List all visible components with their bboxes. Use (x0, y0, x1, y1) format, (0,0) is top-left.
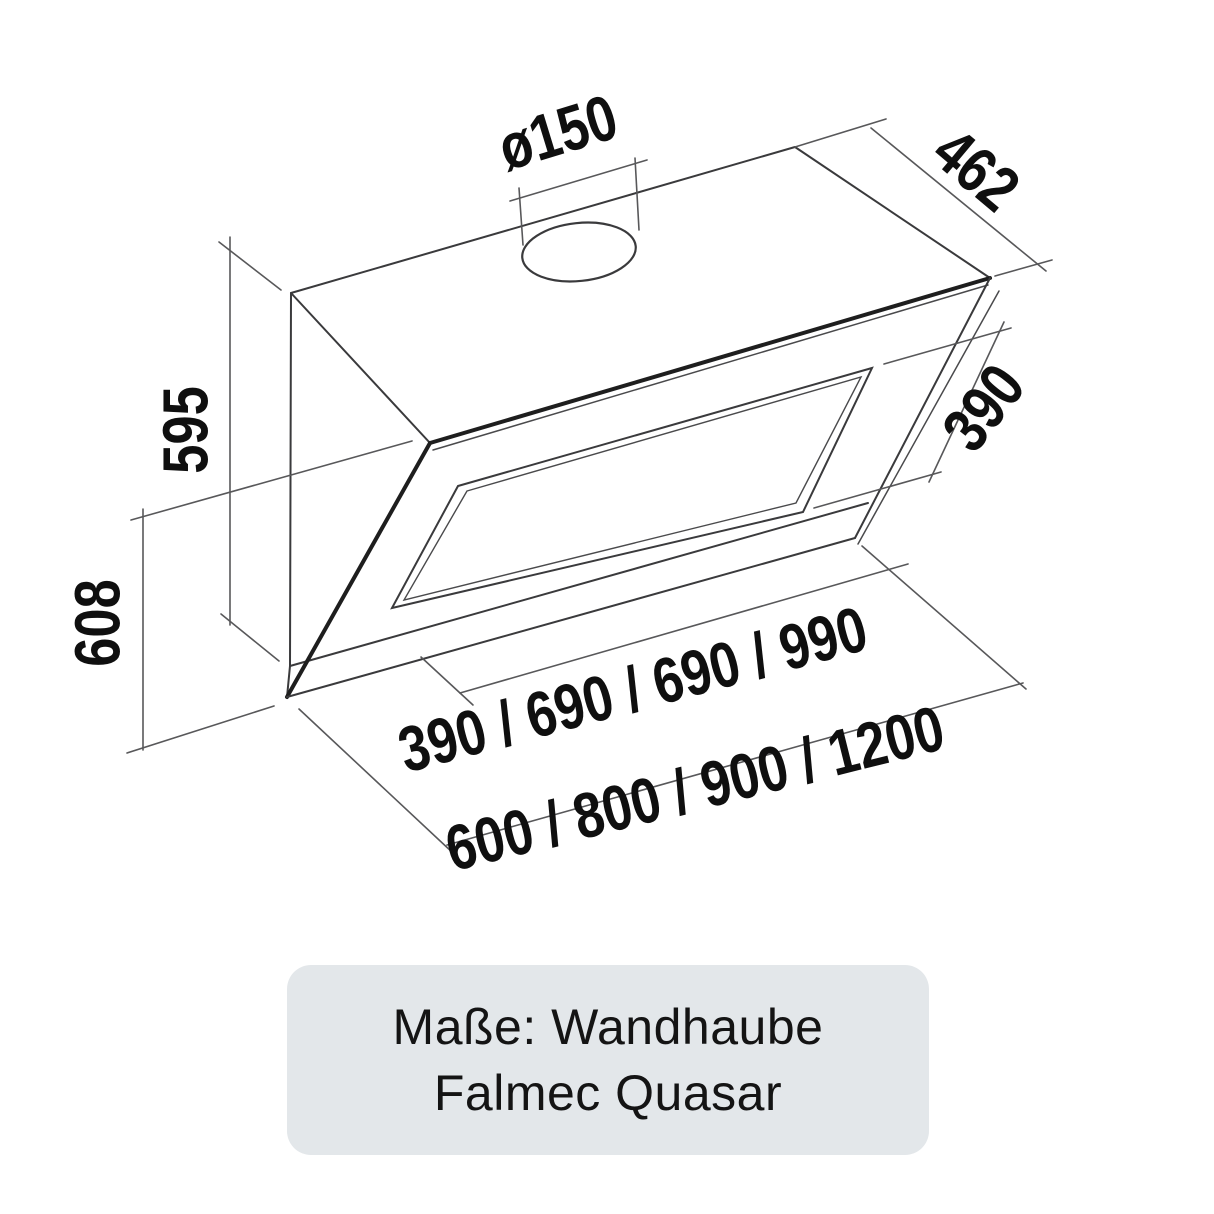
dim-duct-diameter: ø150 (490, 82, 648, 246)
dim-glass-height: 390 (813, 321, 1039, 509)
caption-line1: Maße: Wandhaube (392, 999, 824, 1055)
dim-label-body-height: 595 (150, 386, 221, 474)
duct-hole-ellipse (521, 221, 637, 283)
dim-body-height: 595 (150, 236, 282, 662)
dim-label-duct-diameter: ø150 (490, 82, 625, 185)
front-glass-panel (285, 276, 1000, 699)
dim-depth: 462 (794, 115, 1053, 277)
dim-label-depth: 462 (920, 115, 1033, 226)
inner-panel-recess (390, 366, 874, 610)
caption-line2: Falmec Quasar (433, 1065, 783, 1121)
dim-label-total-height: 608 (62, 579, 133, 667)
hood-outline (286, 146, 991, 698)
dim-total-height: 608 (62, 440, 413, 754)
caption-card: Maße: Wandhaube Falmec Quasar (287, 965, 929, 1155)
